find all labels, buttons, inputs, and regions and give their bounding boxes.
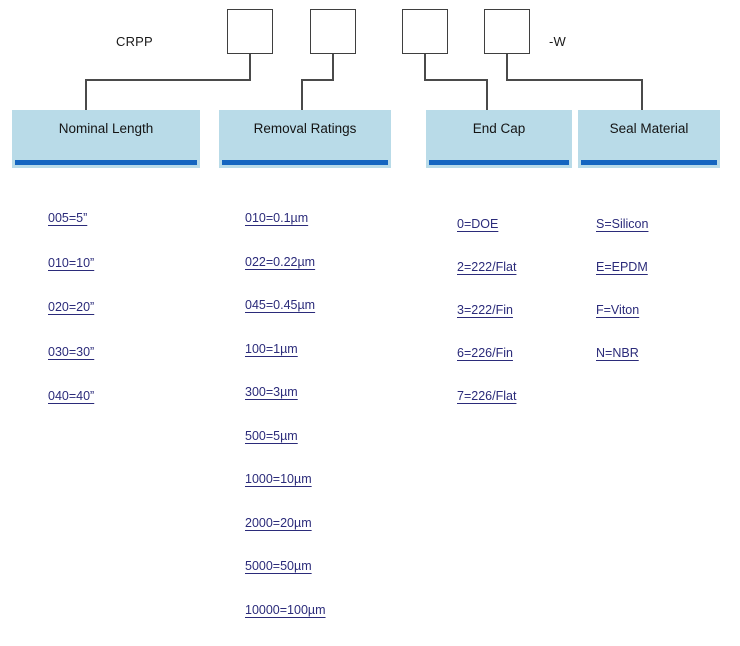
- option-removal-ratings-7[interactable]: 1000=10µm: [245, 472, 312, 486]
- category-title-end-cap: End Cap: [472, 121, 526, 136]
- category-title-removal-ratings: Removal Ratings: [253, 121, 357, 136]
- option-seal-material-4[interactable]: N=NBR: [596, 346, 639, 360]
- option-removal-ratings-10[interactable]: 10000=100µm: [245, 602, 326, 617]
- connector-4-run: [506, 79, 643, 81]
- option-seal-material-1[interactable]: S=Silicon: [596, 217, 649, 231]
- connector-3-stem: [424, 54, 426, 80]
- prefix-code-label: CRPP: [116, 34, 153, 49]
- option-end-cap-3[interactable]: 3=222/Fin: [457, 303, 513, 317]
- code-box-seal-material[interactable]: [484, 9, 530, 54]
- connector-1-drop: [85, 79, 87, 112]
- option-removal-ratings-6[interactable]: 500=5µm: [245, 428, 298, 443]
- category-panel-nominal-length: Nominal Length: [12, 110, 200, 168]
- option-nominal-length-2[interactable]: 010=10”: [48, 255, 95, 270]
- connector-1-stem: [249, 54, 251, 80]
- option-seal-material-2[interactable]: E=EPDM: [596, 260, 648, 274]
- connector-1-run: [85, 79, 251, 81]
- category-panel-seal-material: Seal Material: [578, 110, 720, 168]
- code-box-nominal-length[interactable]: [227, 9, 273, 54]
- option-removal-ratings-1[interactable]: 010=0.1µm: [245, 211, 309, 225]
- option-removal-ratings-9[interactable]: 5000=50µm: [245, 559, 312, 573]
- category-panel-end-cap: End Cap: [426, 110, 572, 168]
- category-title-nominal-length: Nominal Length: [58, 121, 154, 136]
- connector-4-drop: [641, 79, 643, 112]
- code-box-removal-ratings[interactable]: [310, 9, 356, 54]
- category-panel-removal-ratings: Removal Ratings: [219, 110, 391, 168]
- connector-2-run: [301, 79, 334, 81]
- option-nominal-length-1[interactable]: 005=5”: [48, 211, 88, 225]
- category-rule-end-cap: [429, 160, 569, 165]
- suffix-code-label: -W: [549, 34, 566, 49]
- code-box-end-cap[interactable]: [402, 9, 448, 54]
- option-nominal-length-5[interactable]: 040=40”: [48, 389, 95, 403]
- option-end-cap-1[interactable]: 0=DOE: [457, 217, 499, 231]
- option-removal-ratings-5[interactable]: 300=3µm: [245, 385, 298, 399]
- connector-2-stem: [332, 54, 334, 80]
- category-rule-nominal-length: [15, 160, 197, 165]
- option-removal-ratings-8[interactable]: 2000=20µm: [245, 515, 312, 530]
- category-rule-seal-material: [581, 160, 717, 165]
- option-removal-ratings-3[interactable]: 045=0.45µm: [245, 298, 316, 312]
- option-end-cap-5[interactable]: 7=226/Flat: [457, 389, 517, 403]
- connector-3-drop: [486, 79, 488, 112]
- category-title-seal-material: Seal Material: [609, 121, 689, 136]
- option-nominal-length-3[interactable]: 020=20”: [48, 300, 95, 314]
- connector-3-run: [424, 79, 488, 81]
- option-seal-material-3[interactable]: F=Viton: [596, 303, 640, 317]
- connector-4-stem: [506, 54, 508, 80]
- option-removal-ratings-4[interactable]: 100=1µm: [245, 341, 298, 356]
- connector-2-drop: [301, 79, 303, 112]
- category-rule-removal-ratings: [222, 160, 388, 165]
- option-end-cap-2[interactable]: 2=222/Flat: [457, 260, 517, 274]
- option-nominal-length-4[interactable]: 030=30”: [48, 344, 95, 359]
- option-end-cap-4[interactable]: 6=226/Fin: [457, 346, 513, 360]
- option-removal-ratings-2[interactable]: 022=0.22µm: [245, 254, 316, 269]
